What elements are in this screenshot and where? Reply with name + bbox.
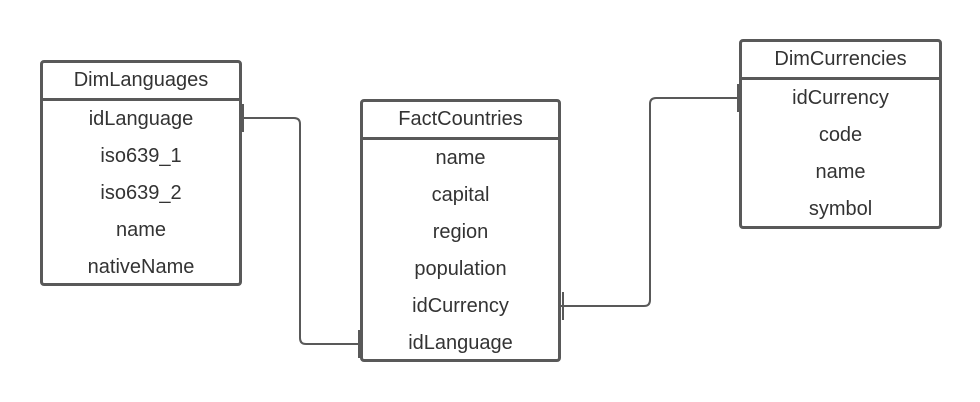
field-code: code [818,124,863,146]
field-capital: capital [431,184,490,206]
entity-factcountries[interactable]: FactCountries name capital region popula… [360,99,561,362]
connector-idcurrency [561,97,739,307]
entity-fields: idLanguage iso639_1 iso639_2 name native… [43,101,239,290]
field-iso639-1: iso639_1 [100,145,182,167]
field-idlanguage: idLanguage [408,332,513,354]
entity-dimlanguages[interactable]: DimLanguages idLanguage iso639_1 iso639_… [40,60,242,286]
entity-title: DimLanguages [43,63,239,101]
field-symbol: symbol [808,198,873,220]
entity-dimcurrencies[interactable]: DimCurrencies idCurrency code name symbo… [739,39,942,229]
field-idcurrency: idCurrency [412,295,509,317]
field-population: population [414,258,507,280]
field-name: name [115,219,167,241]
field-idlanguage: idLanguage [88,108,194,130]
field-iso639-2: iso639_2 [100,182,182,204]
field-name: name [815,161,866,183]
field-nativename: nativeName [87,256,195,278]
entity-fields: name capital region population idCurrenc… [363,140,558,366]
field-name: name [435,147,486,169]
entity-fields: idCurrency code name symbol [742,80,939,232]
field-region: region [432,221,489,243]
connector-idlanguage [242,117,360,345]
field-idcurrency: idCurrency [792,87,889,109]
entity-title: DimCurrencies [742,42,939,80]
entity-title: FactCountries [363,102,558,140]
